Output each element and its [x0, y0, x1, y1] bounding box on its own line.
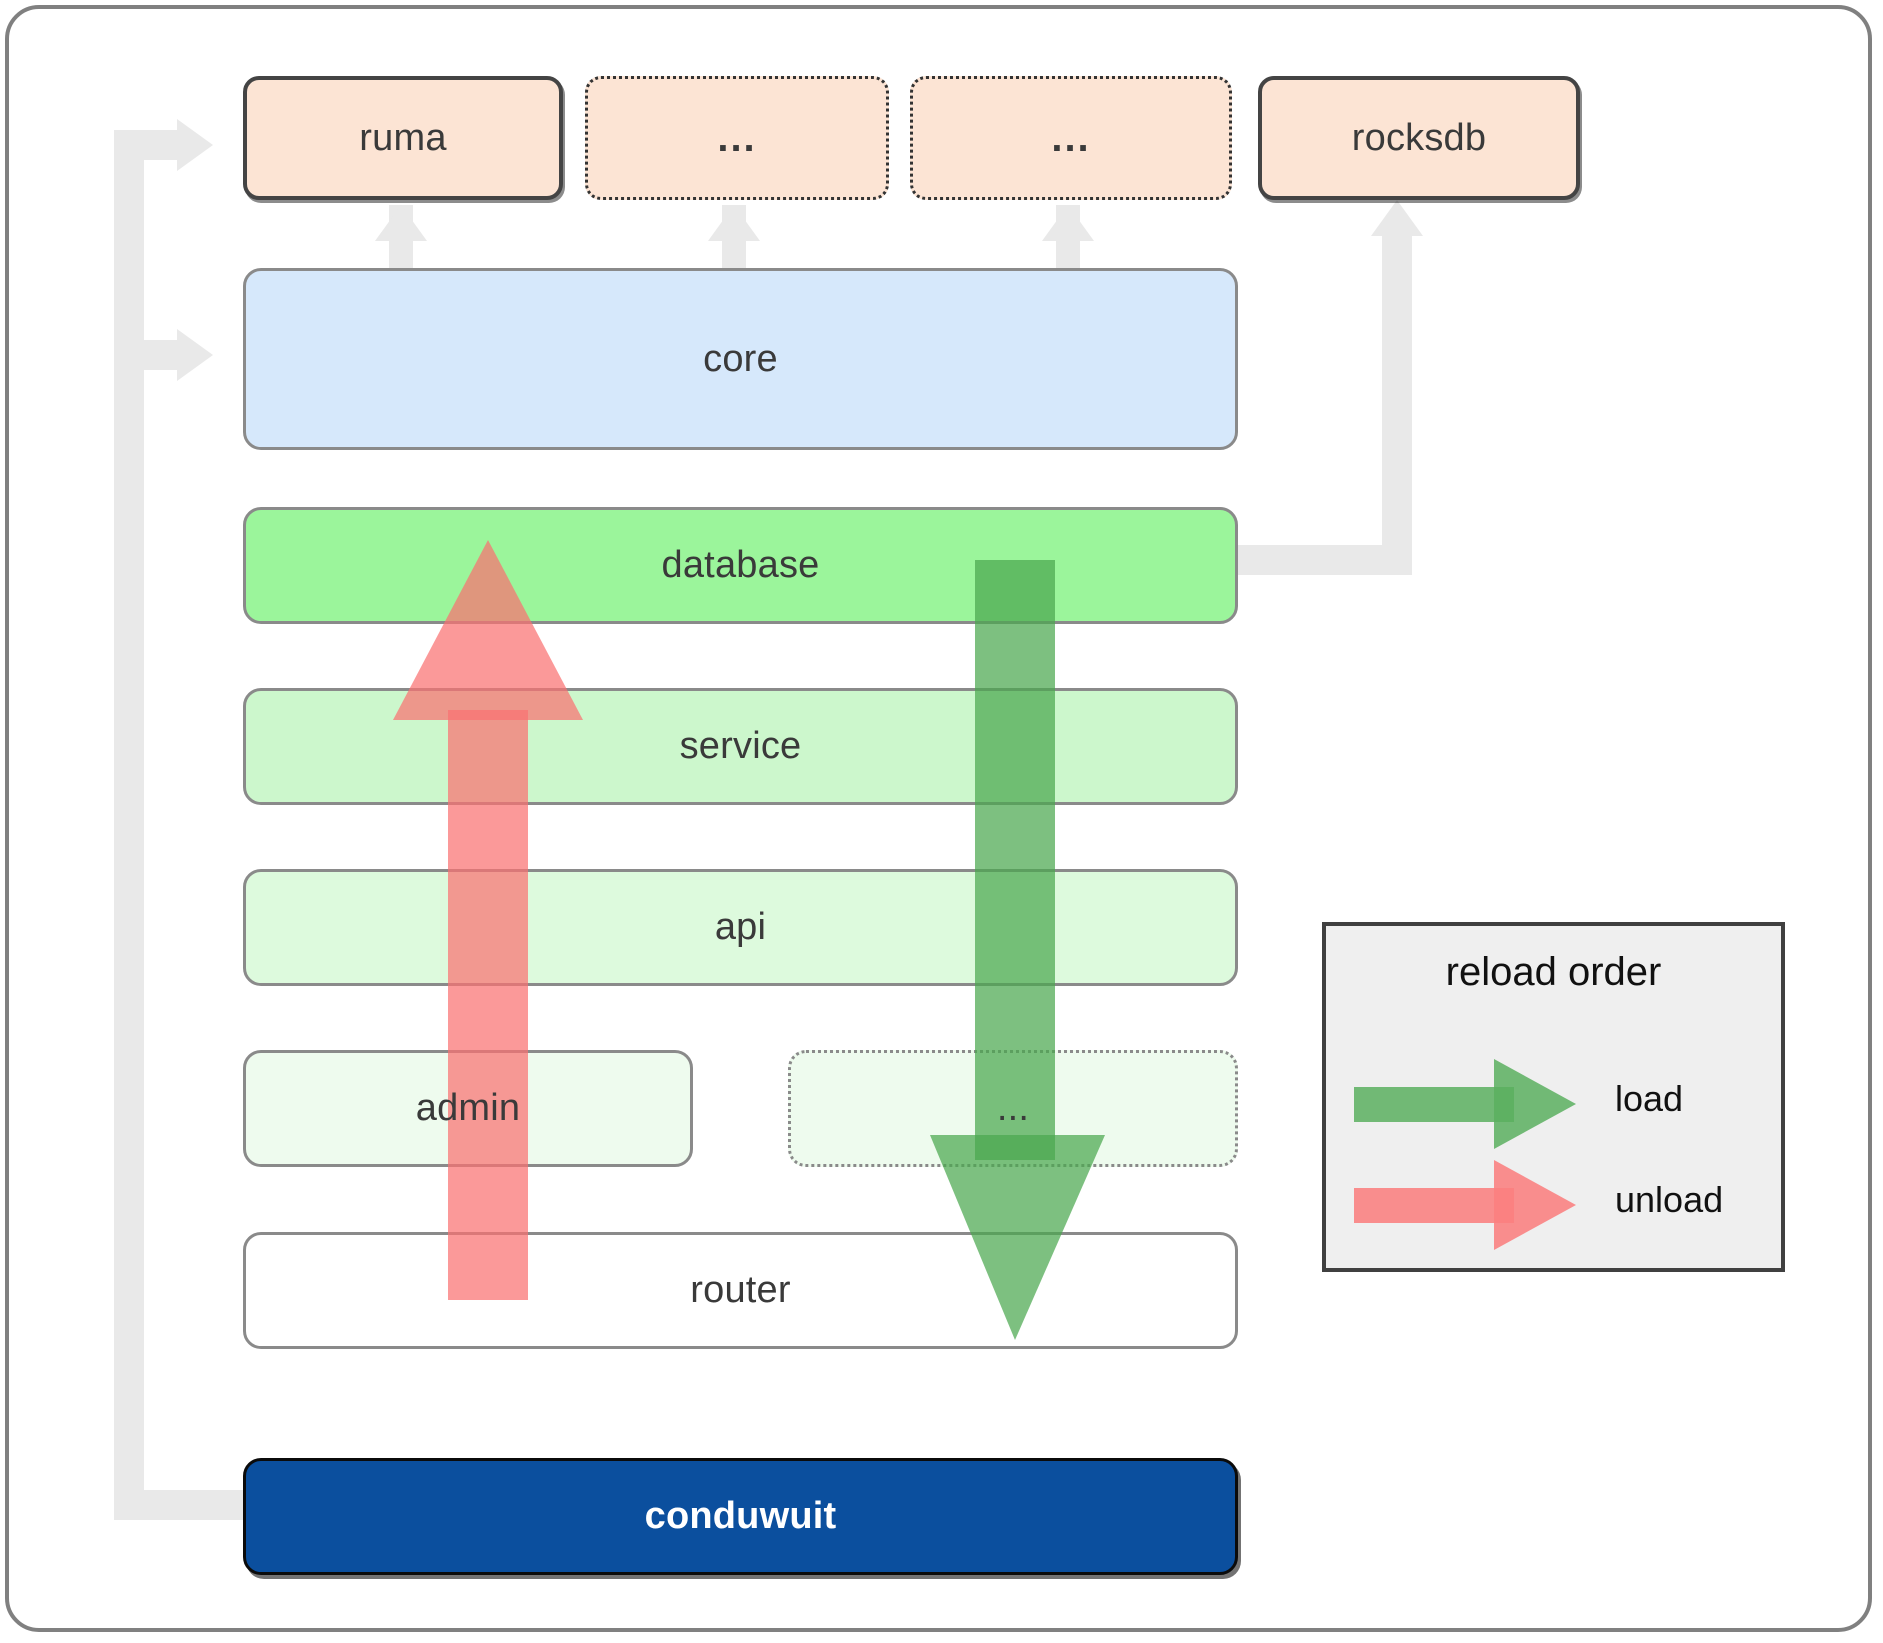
legend-label-load: load [1615, 1078, 1684, 1119]
dep-box-dots-2[interactable]: ... [910, 76, 1232, 200]
layer-label-service: service [679, 725, 802, 767]
dep-label-dots-2: ... [1051, 115, 1091, 160]
grey-arrow-core-to-dots2 [1042, 205, 1094, 241]
layer-label-admin: admin [415, 1087, 521, 1129]
layer-label-dots: ... [996, 1087, 1030, 1129]
grey-arrow-to-core [177, 329, 213, 381]
load-arrow [930, 560, 1105, 1340]
legend-label-unload: unload [1615, 1179, 1724, 1220]
grey-arrow-to-ruma [177, 119, 213, 171]
legend-title: reload order [1445, 950, 1662, 994]
legend-panel: reload order load unload [1322, 922, 1785, 1272]
layer-label-api: api [714, 906, 767, 948]
layer-label-database: database [661, 544, 820, 586]
dep-label-rocksdb: rocksdb [1351, 116, 1487, 159]
legend-unload-arrow-icon [1354, 1160, 1576, 1250]
unload-arrow [393, 540, 583, 1300]
grey-branch-to-ruma [114, 130, 180, 160]
layer-box-api[interactable]: api [243, 869, 1238, 986]
dep-box-dots-1[interactable]: ... [585, 76, 889, 200]
dep-box-ruma[interactable]: ruma [243, 76, 563, 200]
core-box[interactable]: core [243, 268, 1238, 450]
grey-branch-to-core [114, 340, 180, 370]
dep-label-dots-1: ... [717, 115, 757, 160]
grey-arrow-to-rocksdb [1371, 200, 1423, 236]
grey-rail-to-conduwuit [114, 1490, 244, 1520]
grey-right-rail-up [1382, 235, 1412, 575]
layer-label-router: router [690, 1269, 791, 1311]
grey-db-to-right [1222, 545, 1412, 575]
dep-box-rocksdb[interactable]: rocksdb [1258, 76, 1580, 200]
legend-load-arrow-icon [1354, 1059, 1576, 1149]
layer-box-database[interactable]: database [243, 507, 1238, 624]
dep-label-ruma: ruma [359, 116, 447, 159]
grey-rail-vertical [114, 130, 144, 1520]
root-box-conduwuit[interactable]: conduwuit [243, 1458, 1238, 1575]
layer-box-router[interactable]: router [243, 1232, 1238, 1349]
core-label: core [703, 337, 778, 380]
grey-arrow-core-to-ruma [375, 205, 427, 241]
grey-arrow-core-to-dots1 [708, 205, 760, 241]
root-label-conduwuit: conduwuit [644, 1495, 837, 1537]
